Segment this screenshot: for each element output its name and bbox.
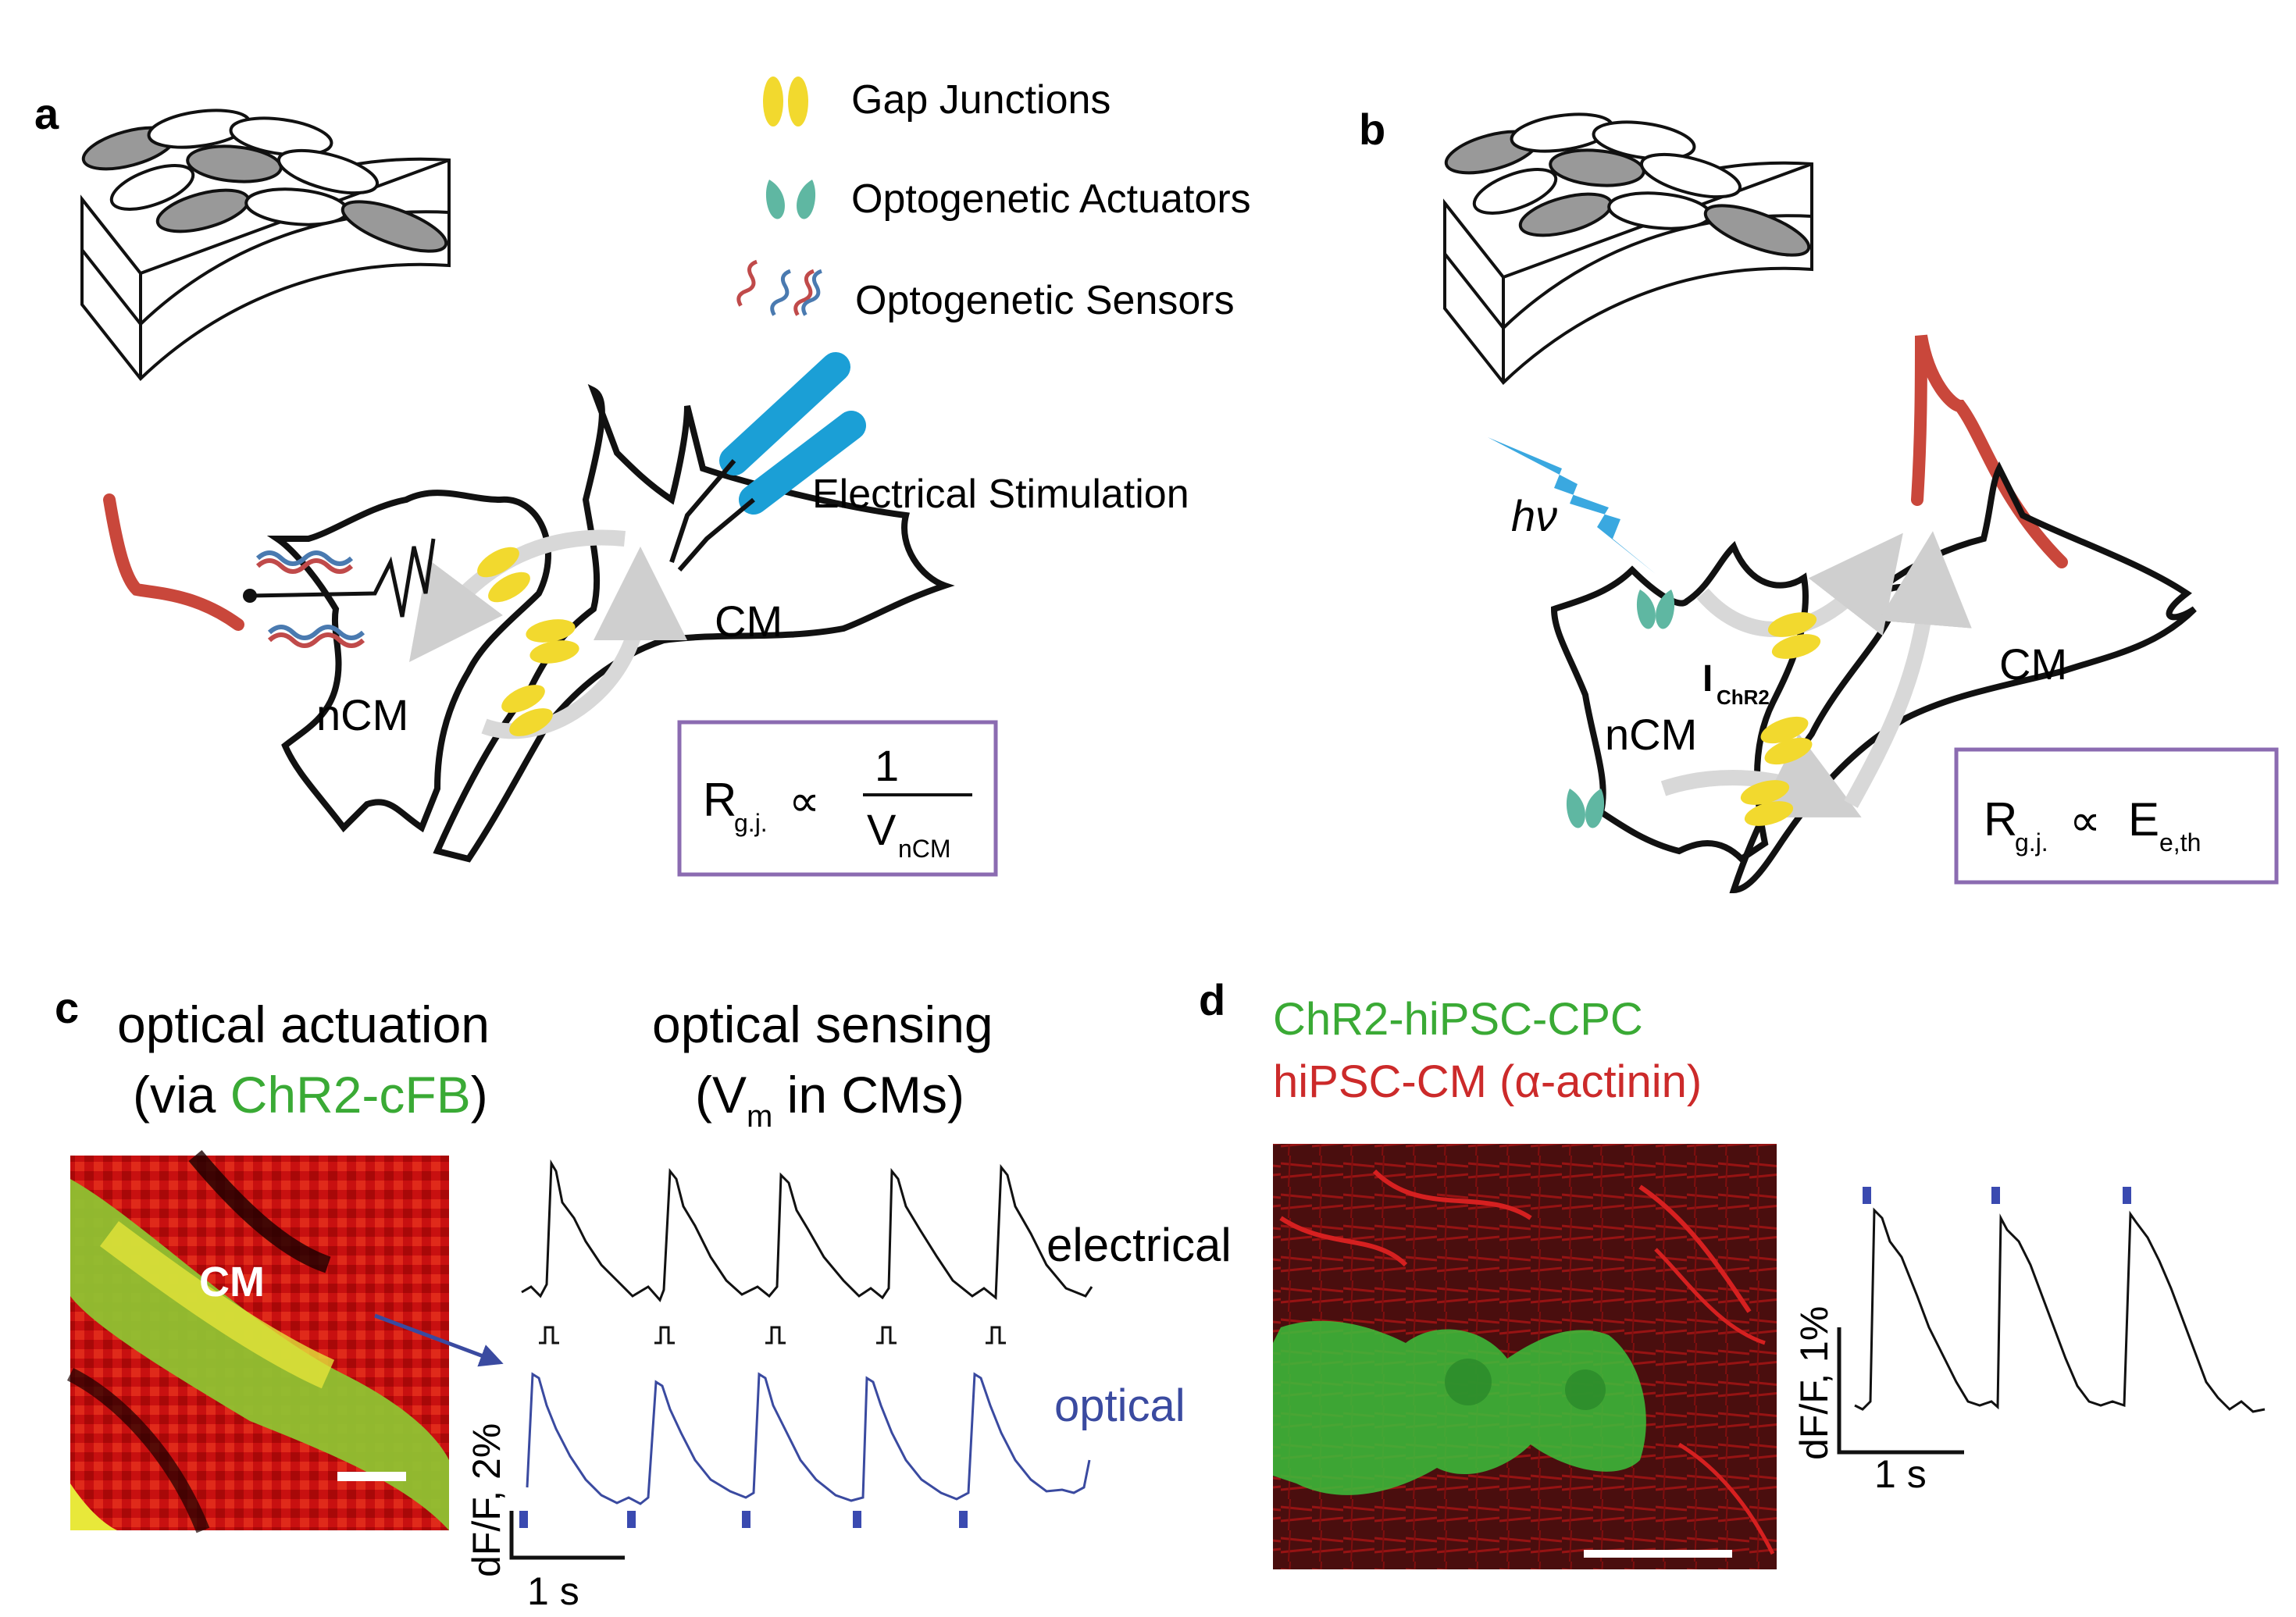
formula-b-r: R bbox=[1984, 793, 2017, 846]
ncm-label-a: nCM bbox=[316, 690, 408, 739]
optogenetic-actuators-b bbox=[1566, 589, 1675, 828]
hv-label: hν bbox=[1511, 491, 1557, 540]
panel-c: optical actuation (via ChR2-cFB) optical… bbox=[66, 995, 1232, 1613]
scale-bar-d bbox=[1584, 1550, 1732, 1558]
optogenetic-sensor-icon bbox=[736, 259, 822, 316]
optical-trace-c bbox=[526, 1372, 1091, 1505]
action-potential-b bbox=[1911, 334, 2068, 568]
tissue-slab-b bbox=[1443, 112, 1813, 385]
formula-b-prop: ∝ bbox=[2070, 796, 2101, 845]
d-ylabel: dF/F, 1% bbox=[1792, 1306, 1836, 1460]
formula-b-r-sub: g.j. bbox=[2015, 828, 2048, 857]
c-title-right-line2: (Vm in CMs) bbox=[695, 1066, 964, 1134]
light-stim-markers-c bbox=[519, 1511, 968, 1528]
electrical-stim-pulses bbox=[539, 1326, 1006, 1345]
electrical-trace bbox=[521, 1159, 1093, 1302]
gap-junctions-b bbox=[1740, 612, 1821, 826]
electrical-stimulation-label: Electrical Stimulation bbox=[812, 472, 1189, 517]
formula-a-r-sub: g.j. bbox=[734, 809, 768, 837]
formula-a: R g.j. ∝ 1 V nCM bbox=[703, 741, 972, 863]
ncm-cell-b bbox=[1550, 540, 1809, 864]
confocal-micrograph bbox=[1273, 1144, 1777, 1569]
formula-box-b bbox=[1954, 747, 2279, 885]
recording-wire-a bbox=[249, 538, 436, 618]
cm-label-a: CM bbox=[715, 597, 783, 646]
gap-junction-icon bbox=[763, 77, 808, 126]
formula-a-prop: ∝ bbox=[789, 776, 820, 825]
actuation-micrograph bbox=[66, 1149, 449, 1533]
formula-a-den-v: V bbox=[867, 805, 897, 854]
c-ylabel: dF/F, 2% bbox=[465, 1423, 508, 1577]
recording-electrode-tip-a bbox=[243, 589, 257, 603]
c-title-left-line1: optical actuation bbox=[117, 995, 490, 1053]
panel-a: Electrical Stimulation CM nCM R g.j. ∝ 1… bbox=[80, 109, 1189, 877]
c-xlabel: 1 s bbox=[527, 1569, 579, 1613]
d-xlabel: 1 s bbox=[1874, 1452, 1927, 1496]
legend-gap-junctions: Gap Junctions bbox=[851, 77, 1111, 123]
panel-label-b: b bbox=[1359, 105, 1385, 154]
action-potential-a bbox=[103, 493, 244, 631]
panel-label-a: a bbox=[34, 89, 59, 138]
scale-bars-d bbox=[1837, 1327, 1964, 1455]
formula-b-e: E bbox=[2128, 793, 2159, 846]
legend-optogenetic-actuators: Optogenetic Actuators bbox=[851, 176, 1251, 222]
optogenetic-sensors-a bbox=[255, 550, 365, 648]
panel-b: hν I ChR2 nCM CM bbox=[1443, 112, 2279, 894]
c-cm-label: CM bbox=[199, 1259, 265, 1305]
formula-box-a bbox=[677, 720, 998, 877]
legend: Gap Junctions Optogenetic Actuators Opto… bbox=[736, 77, 1251, 323]
light-pulse-icon bbox=[1488, 437, 1656, 574]
current-arrow-b3 bbox=[1844, 531, 1972, 808]
c-optical-label: optical bbox=[1054, 1380, 1185, 1431]
optogenetic-actuator-icon bbox=[765, 180, 816, 219]
optical-trace-d bbox=[1854, 1207, 2266, 1413]
cm-cell-b bbox=[1729, 461, 2197, 894]
panel-label-d: d bbox=[1199, 975, 1225, 1024]
ichr2-label: I bbox=[1702, 658, 1713, 700]
current-arrow-b1 bbox=[1660, 733, 1862, 817]
stimulation-electrodes bbox=[669, 352, 866, 572]
c-title-left-line2: (via ChR2-cFB) bbox=[133, 1066, 488, 1124]
d-title-green: ChR2-hiPSC-CPC bbox=[1273, 994, 1643, 1045]
legend-optogenetic-sensors: Optogenetic Sensors bbox=[855, 278, 1235, 323]
cm-cell-a bbox=[433, 383, 955, 863]
c-electrical-label: electrical bbox=[1046, 1219, 1232, 1271]
gap-junctions-a bbox=[477, 547, 579, 736]
formula-a-numerator: 1 bbox=[875, 741, 899, 790]
panel-label-c: c bbox=[55, 983, 79, 1032]
ncm-cell-a bbox=[266, 490, 551, 833]
ichr2-sub: ChR2 bbox=[1717, 686, 1770, 709]
formula-b: R g.j. ∝ E e,th bbox=[1984, 793, 2201, 857]
d-title-red: hiPSC-CM (α-actinin) bbox=[1273, 1056, 1702, 1107]
formula-a-r: R bbox=[703, 774, 736, 826]
light-stim-markers-d bbox=[1863, 1187, 2131, 1204]
panel-d: ChR2-hiPSC-CPC hiPSC-CM (α-actinin) dF/F… bbox=[1273, 994, 2266, 1569]
cm-label-b: CM bbox=[1999, 639, 2067, 689]
tissue-slab-a bbox=[80, 109, 451, 381]
c-title-right-line1: optical sensing bbox=[652, 995, 993, 1053]
current-arrow-a1 bbox=[408, 529, 626, 662]
scale-bar-c bbox=[337, 1472, 406, 1481]
formula-b-e-sub: e,th bbox=[2159, 828, 2201, 857]
ncm-label-b: nCM bbox=[1605, 710, 1697, 759]
scale-bars-c bbox=[509, 1511, 625, 1560]
formula-a-den-sub: nCM bbox=[898, 835, 951, 863]
c-pointer-arrow bbox=[374, 1313, 504, 1367]
